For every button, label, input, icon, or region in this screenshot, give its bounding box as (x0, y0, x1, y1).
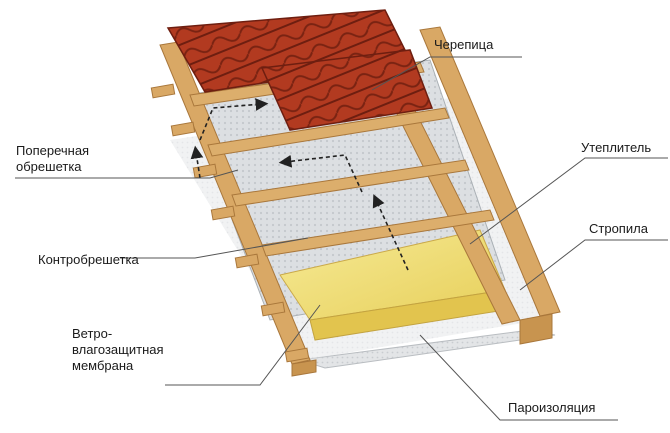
leader-lines (15, 56, 668, 421)
label-tile: Черепица (434, 37, 493, 53)
label-insulation-text: Утеплитель (581, 140, 652, 155)
vapor-barrier-sheet (299, 329, 556, 369)
label-membrane: Ветро- влагозащитная мембрана (72, 326, 164, 374)
label-membrane-line3: мембрана (72, 358, 134, 373)
label-cross-batten: Поперечная обрешетка (16, 143, 89, 175)
label-counter-batten: Контробрешетка (38, 252, 139, 268)
label-rafters: Стропила (589, 221, 648, 237)
rafter-end-cap (519, 313, 553, 345)
rafter-right (419, 26, 561, 317)
label-counter-batten-text: Контробрешетка (38, 252, 139, 267)
counter-batten-stubs (150, 83, 310, 363)
label-membrane-line1: Ветро- (72, 326, 113, 341)
airflow-arrows (190, 98, 409, 271)
label-cross-batten-line1: Поперечная (16, 143, 90, 158)
label-rafters-text: Стропила (589, 221, 648, 236)
roof-tiles-lower (260, 49, 434, 131)
label-vapor-barrier-text: Пароизоляция (508, 400, 596, 415)
label-tile-text: Черепица (434, 37, 494, 52)
rafter-end-cap-left (291, 359, 317, 377)
label-insulation: Утеплитель (581, 140, 651, 156)
label-vapor-barrier: Пароизоляция (508, 400, 595, 416)
label-cross-batten-line2: обрешетка (16, 159, 82, 174)
label-membrane-line2: влагозащитная (72, 342, 164, 357)
